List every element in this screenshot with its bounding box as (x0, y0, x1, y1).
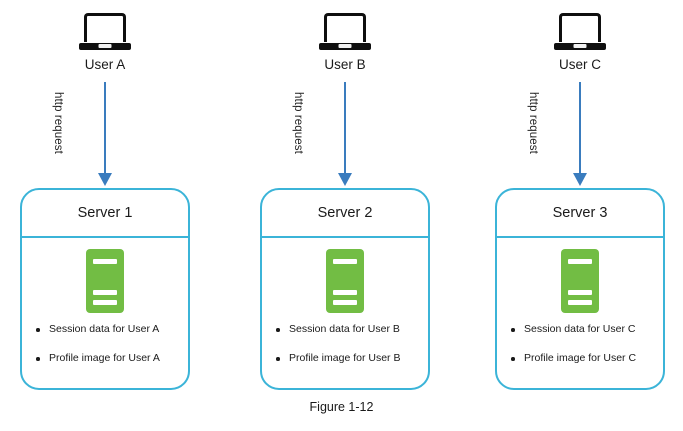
arrow-label: http request (292, 92, 304, 154)
laptop-notch (573, 44, 587, 48)
laptop-notch (338, 44, 352, 48)
list-item: Session data for User A (33, 323, 182, 336)
list-item: Profile image for User B (273, 352, 422, 365)
server-box: Server 1 Session data for User A Profile… (20, 188, 190, 390)
server-header: Server 3 (497, 190, 663, 238)
laptop-screen (324, 13, 366, 42)
laptop-icon (319, 13, 371, 53)
down-arrow-head-icon (98, 173, 112, 186)
laptop-notch (98, 44, 112, 48)
server-rack-bar (568, 290, 592, 295)
laptop-screen (84, 13, 126, 42)
user-label: User B (324, 57, 366, 72)
list-item: Profile image for User A (33, 352, 182, 365)
server-contents-list: Session data for User C Profile image fo… (508, 323, 657, 381)
server-header: Server 1 (22, 190, 188, 238)
server-rack-bar (333, 290, 357, 295)
server-rack-icon (326, 249, 364, 313)
list-item: Session data for User B (273, 323, 422, 336)
server-title: Server 2 (317, 205, 373, 221)
server-contents-list: Session data for User B Profile image fo… (273, 323, 422, 381)
server-rack-bar (93, 290, 117, 295)
laptop-icon (79, 13, 131, 53)
server-body: Session data for User B Profile image fo… (262, 238, 428, 388)
server-rack-bar (568, 259, 592, 264)
server-box: Server 3 Session data for User C Profile… (495, 188, 665, 390)
down-arrow-icon (344, 82, 346, 176)
down-arrow-head-icon (573, 173, 587, 186)
down-arrow-icon (104, 82, 106, 176)
user-server-column: User C http request Server 3 Session dat… (465, 0, 683, 431)
server-body: Session data for User C Profile image fo… (497, 238, 663, 388)
server-body: Session data for User A Profile image fo… (22, 238, 188, 388)
down-arrow-icon (579, 82, 581, 176)
laptop-screen (559, 13, 601, 42)
server-title: Server 3 (552, 205, 608, 221)
figure-caption: Figure 1-12 (309, 400, 374, 414)
server-rack-icon (561, 249, 599, 313)
server-header: Server 2 (262, 190, 428, 238)
user-server-column: User A http request Server 1 Session dat… (0, 0, 220, 431)
arrow-label: http request (52, 92, 64, 154)
server-rack-bar (333, 259, 357, 264)
server-rack-icon (86, 249, 124, 313)
user-label: User C (558, 57, 601, 72)
server-rack-bar (93, 259, 117, 264)
server-title: Server 1 (77, 205, 133, 221)
server-contents-list: Session data for User A Profile image fo… (33, 323, 182, 381)
server-rack-bar (333, 300, 357, 305)
laptop-icon (554, 13, 606, 53)
list-item: Profile image for User C (508, 352, 657, 365)
arrow-label: http request (527, 92, 539, 154)
server-box: Server 2 Session data for User B Profile… (260, 188, 430, 390)
server-rack-bar (93, 300, 117, 305)
server-rack-bar (568, 300, 592, 305)
list-item: Session data for User C (508, 323, 657, 336)
user-label: User A (84, 57, 126, 72)
user-server-column: User B http request Server 2 Session dat… (230, 0, 460, 431)
down-arrow-head-icon (338, 173, 352, 186)
